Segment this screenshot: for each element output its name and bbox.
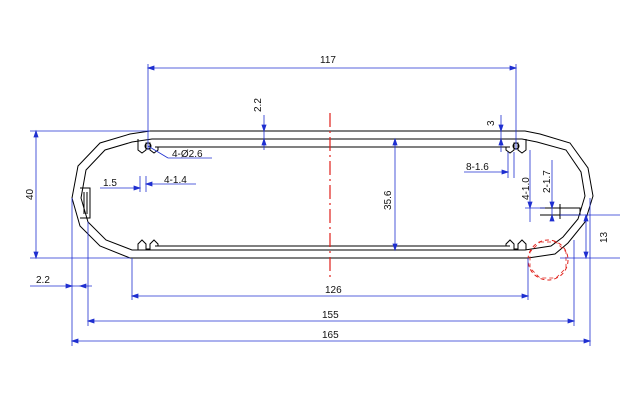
profile-outline [71,130,594,259]
left-slot [80,187,91,219]
dim-slot-width: 8-1.6 [466,162,489,173]
dim-slot-w2: 4-1.4 [164,175,187,186]
dim-height: 40 [25,188,36,200]
dimension-labels: 117 2.2 4-Ø2.6 3 8-1.6 40 35.6 1.5 4-1.4… [25,55,610,341]
dim-rib-depth: 4-1.0 [521,177,532,200]
dim-slot-right: 3 [486,120,497,126]
detail-circle [527,239,569,281]
boss-bottom-left [137,239,159,250]
dimension-lines [30,64,620,346]
outer-shell [71,130,594,259]
dim-rib-gap: 2-1.7 [542,170,553,193]
dim-hole: 4-Ø2.6 [172,149,203,160]
dim-slot-w1: 1.5 [103,178,117,189]
dim-126: 126 [325,285,342,296]
dim-side-wall: 2.2 [36,275,50,286]
boss-bottom-right [505,239,527,250]
dim-165: 165 [322,330,339,341]
detail-octagon [529,241,567,279]
dim-155: 155 [322,310,339,321]
dim-117: 117 [320,55,336,66]
dim-inner-height: 35.6 [383,190,394,210]
inner-shell [80,138,586,251]
dim-top-wall: 2.2 [253,98,264,112]
dim-side-height: 13 [599,231,610,243]
